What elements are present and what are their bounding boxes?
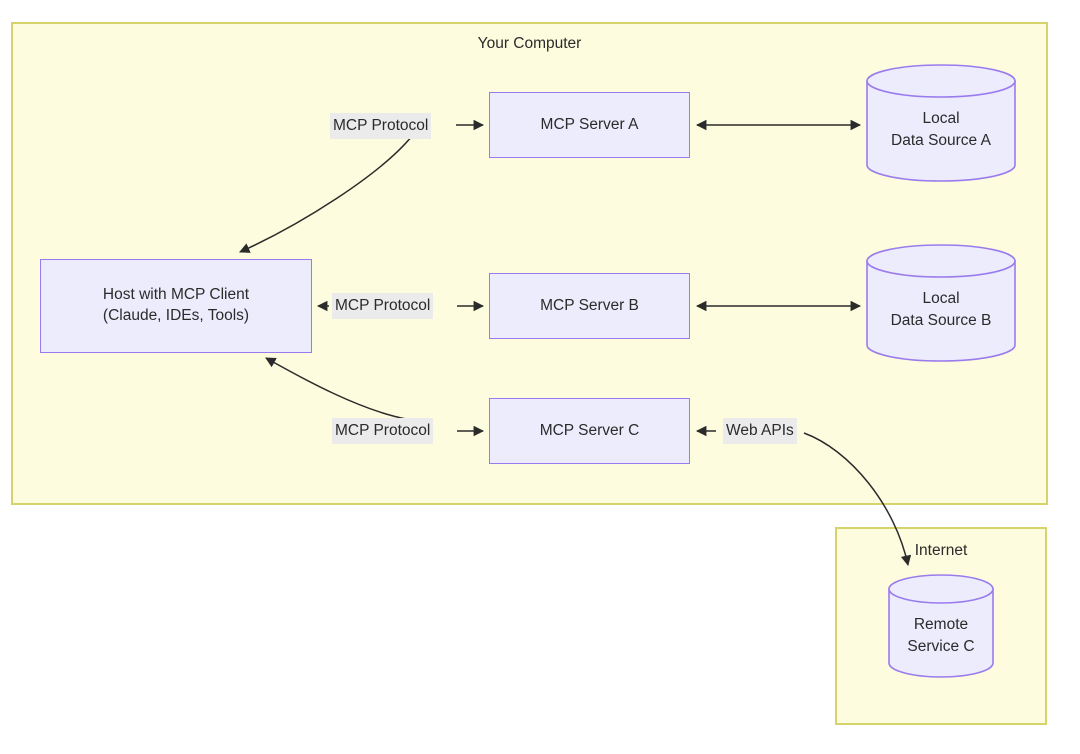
group-your-computer-title: Your Computer <box>477 35 582 52</box>
edge-label-web-apis: Web APIs <box>723 418 797 445</box>
node-remote-service-c[interactable]: Remote Service C <box>888 574 994 678</box>
group-internet-title: Internet <box>914 542 968 559</box>
edge-label-mcp-protocol-c: MCP Protocol <box>332 418 434 445</box>
node-server-c-label: MCP Server C <box>539 421 640 439</box>
node-host-with-mcp-client[interactable]: Host with MCP Client (Claude, IDEs, Tool… <box>40 259 312 353</box>
database-cylinder-icon <box>888 574 994 678</box>
node-server-b-label: MCP Server B <box>540 296 639 314</box>
database-cylinder-icon <box>866 64 1016 182</box>
edge-label-mcp-protocol-b: MCP Protocol <box>332 293 434 320</box>
node-server-a-label: MCP Server A <box>540 115 639 133</box>
node-mcp-server-b[interactable]: MCP Server B <box>489 273 690 339</box>
node-local-data-source-a[interactable]: Local Data Source A <box>866 64 1016 182</box>
edge-label-mcp-protocol-a: MCP Protocol <box>330 113 432 140</box>
database-cylinder-icon <box>866 244 1016 362</box>
node-host-line2: (Claude, IDEs, Tools) <box>102 307 250 324</box>
node-mcp-server-c[interactable]: MCP Server C <box>489 398 690 464</box>
node-host-label: Host with MCP Client (Claude, IDEs, Tool… <box>103 285 249 327</box>
node-local-data-source-b[interactable]: Local Data Source B <box>866 244 1016 362</box>
node-mcp-server-a[interactable]: MCP Server A <box>489 92 690 158</box>
node-host-line1: Host with MCP Client <box>102 286 250 304</box>
